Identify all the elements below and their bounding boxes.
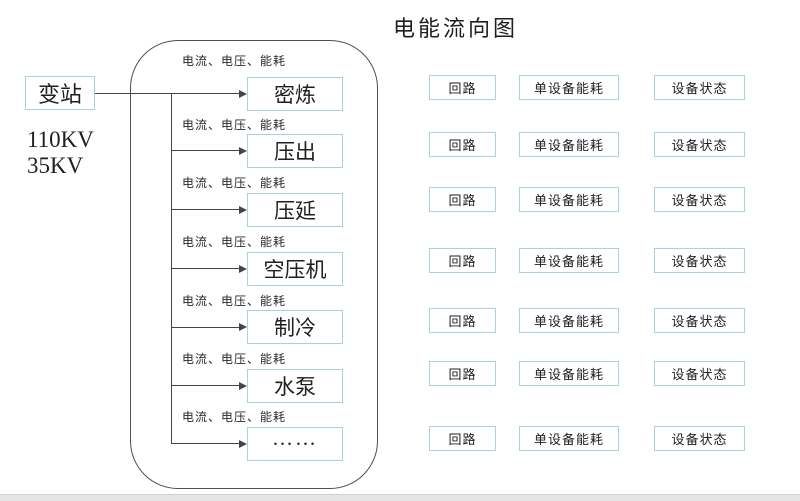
device-energy-label: 单设备能耗 <box>533 193 604 208</box>
equipment-box-refrigeration: 制冷 <box>247 310 343 344</box>
measure-label: 电流、电压、能耗 <box>182 118 287 132</box>
equipment-box-air-compressor: 空压机 <box>247 252 343 286</box>
device-energy-box: 单设备能耗 <box>519 426 619 451</box>
equipment-label: 压延 <box>274 199 316 223</box>
device-energy-label: 单设备能耗 <box>533 138 604 153</box>
arrow-head-icon <box>239 90 247 98</box>
circuit-label: 回路 <box>448 367 477 382</box>
equipment-box-extrusion: 压出 <box>247 134 343 168</box>
equipment-label: 空压机 <box>263 258 327 282</box>
measure-label: 电流、电压、能耗 <box>182 54 287 68</box>
page-title: 电能流向图 <box>393 16 519 41</box>
equipment-group-outline <box>130 40 378 489</box>
circuit-label: 回路 <box>448 432 477 447</box>
voltage-label-35kv: 35KV <box>27 153 84 178</box>
equipment-box-calendering: 压延 <box>247 193 343 227</box>
equipment-label: 水泵 <box>274 375 316 399</box>
device-status-box: 设备状态 <box>654 75 745 100</box>
connector-branch-line <box>171 443 239 444</box>
device-status-box: 设备状态 <box>654 308 745 333</box>
connector-line-substation <box>95 93 239 94</box>
device-energy-box: 单设备能耗 <box>519 187 619 212</box>
device-energy-label: 单设备能耗 <box>533 367 604 382</box>
window-bottom-bar <box>0 494 800 501</box>
device-status-label: 设备状态 <box>671 314 728 329</box>
arrow-head-icon <box>239 206 247 214</box>
equipment-box-mixing: 密炼 <box>247 77 343 111</box>
arrow-head-icon <box>239 382 247 390</box>
arrow-head-icon <box>239 265 247 273</box>
connector-branch-line <box>171 150 239 151</box>
measure-label: 电流、电压、能耗 <box>182 352 287 366</box>
equipment-box-water-pump: 水泵 <box>247 369 343 403</box>
circuit-label: 回路 <box>448 81 477 96</box>
circuit-box: 回路 <box>429 187 496 212</box>
measure-label: 电流、电压、能耗 <box>182 176 287 190</box>
circuit-box: 回路 <box>429 248 496 273</box>
device-status-label: 设备状态 <box>671 193 728 208</box>
substation-box: 变站 <box>25 76 95 110</box>
circuit-label: 回路 <box>448 138 477 153</box>
connector-branch-line <box>171 209 239 210</box>
arrow-head-icon <box>239 440 247 448</box>
device-energy-box: 单设备能耗 <box>519 308 619 333</box>
device-status-label: 设备状态 <box>671 81 728 96</box>
equipment-box-ellipsis: …… <box>247 425 343 461</box>
device-status-box: 设备状态 <box>654 132 745 157</box>
device-status-label: 设备状态 <box>671 254 728 269</box>
device-energy-box: 单设备能耗 <box>519 248 619 273</box>
circuit-box: 回路 <box>429 426 496 451</box>
circuit-label: 回路 <box>448 254 477 269</box>
device-energy-box: 单设备能耗 <box>519 361 619 386</box>
connector-branch-line <box>171 385 239 386</box>
equipment-label: 压出 <box>274 140 316 164</box>
device-status-label: 设备状态 <box>671 367 728 382</box>
device-energy-box: 单设备能耗 <box>519 132 619 157</box>
arrow-head-icon <box>239 323 247 331</box>
device-status-box: 设备状态 <box>654 361 745 386</box>
device-status-box: 设备状态 <box>654 248 745 273</box>
connector-branch-line <box>171 268 239 269</box>
measure-label: 电流、电压、能耗 <box>182 235 287 249</box>
equipment-label: 密炼 <box>274 83 316 107</box>
measure-label: 电流、电压、能耗 <box>182 294 287 308</box>
circuit-box: 回路 <box>429 75 496 100</box>
device-energy-label: 单设备能耗 <box>533 81 604 96</box>
device-energy-box: 单设备能耗 <box>519 75 619 100</box>
circuit-box: 回路 <box>429 132 496 157</box>
circuit-label: 回路 <box>448 193 477 208</box>
device-status-label: 设备状态 <box>671 138 728 153</box>
device-energy-label: 单设备能耗 <box>533 254 604 269</box>
device-status-box: 设备状态 <box>654 187 745 212</box>
circuit-box: 回路 <box>429 361 496 386</box>
arrow-head-icon <box>239 147 247 155</box>
device-status-box: 设备状态 <box>654 426 745 451</box>
device-status-label: 设备状态 <box>671 432 728 447</box>
equipment-label: …… <box>272 425 318 450</box>
connector-branch-line <box>171 327 239 328</box>
voltage-label-110kv: 110KV <box>27 127 94 152</box>
equipment-label: 制冷 <box>274 316 316 340</box>
measure-label: 电流、电压、能耗 <box>182 410 287 424</box>
device-energy-label: 单设备能耗 <box>533 314 604 329</box>
circuit-box: 回路 <box>429 308 496 333</box>
circuit-label: 回路 <box>448 314 477 329</box>
substation-label: 变站 <box>37 82 82 107</box>
device-energy-label: 单设备能耗 <box>533 432 604 447</box>
